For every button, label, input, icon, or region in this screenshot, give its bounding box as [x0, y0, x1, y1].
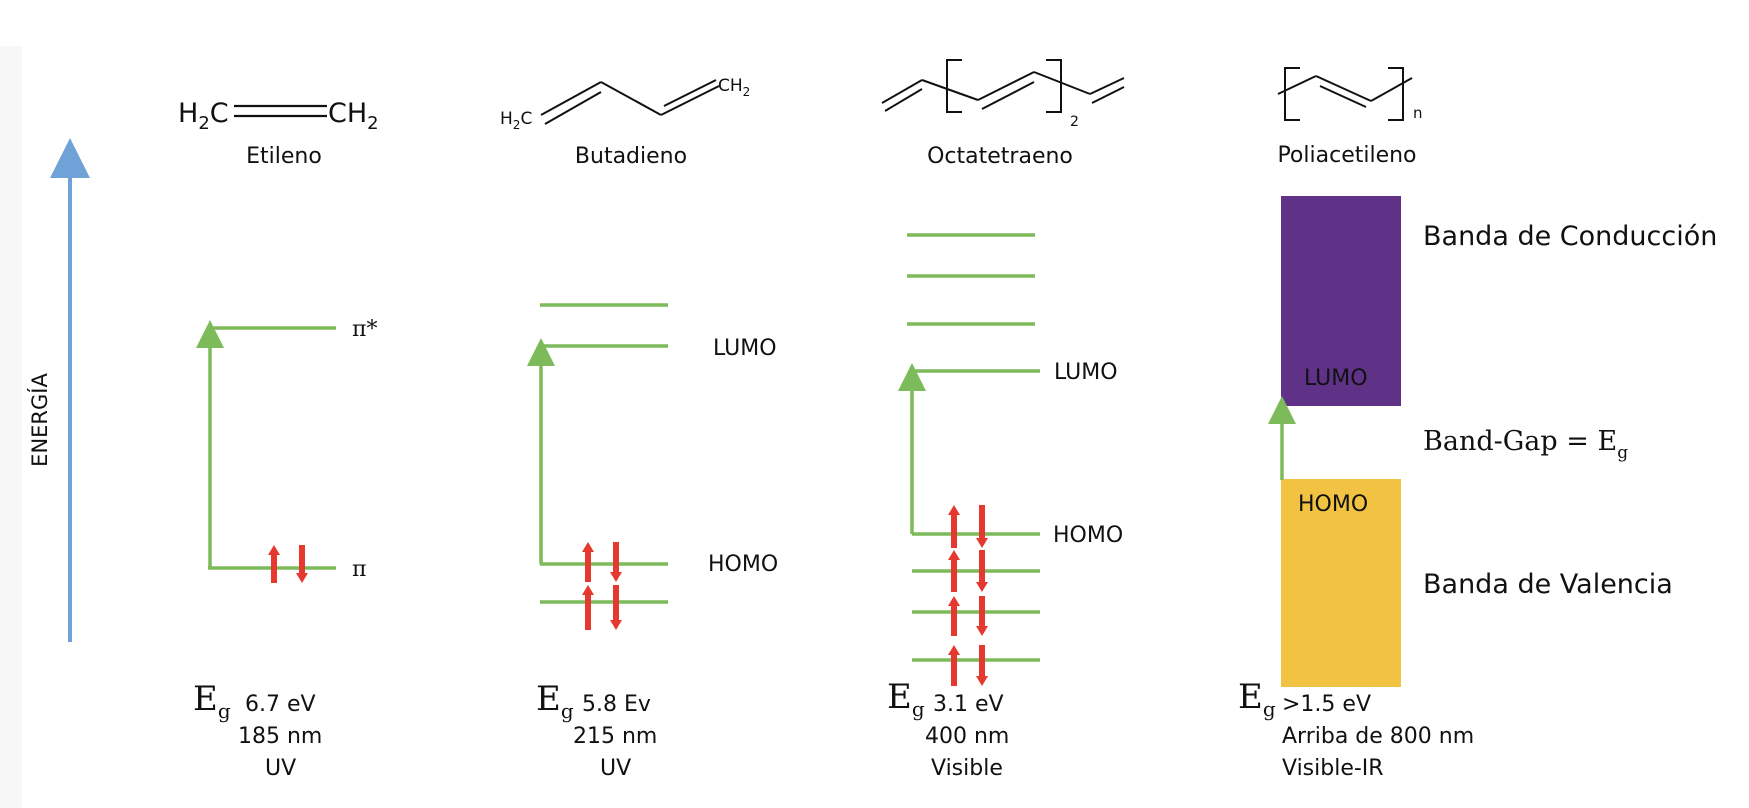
svg-text:Eg: Eg — [887, 677, 925, 721]
octatetraeno-level-1-spin-up-arrow-head — [948, 645, 960, 655]
butadieno-homo-spin-down-arrow-head — [610, 572, 622, 582]
poliacetileno-wavelength: Arriba de 800 nm — [1282, 724, 1474, 749]
energy-axis-label: ENERGÍA — [27, 373, 52, 467]
etileno-pi-spin-up-arrow-head — [268, 545, 280, 555]
butadieno-name: Butadieno — [575, 144, 687, 169]
poliacetileno-band-gap-text: Eg >1.5 eV Arriba de 800 nm Visible-IR — [1238, 677, 1474, 781]
etileno-structure — [234, 104, 327, 118]
octatetraeno-homo-label: HOMO — [1053, 523, 1123, 548]
svg-text:Eg: Eg — [193, 679, 231, 723]
octatetraeno-name: Octatetraeno — [927, 144, 1073, 169]
octatetraeno-structure — [881, 59, 1125, 113]
etileno-wavelength: 185 nm — [238, 724, 322, 749]
poliacetileno-repeat-subscript: n — [1413, 104, 1423, 122]
octatetraeno-band-gap-text: Eg 3.1 eV 400 nm Visible — [887, 677, 1009, 781]
octatetraeno-level-3-spin-up-arrow-head — [948, 550, 960, 560]
butadieno-formula-right: CH2 — [718, 76, 750, 99]
poliacetileno-name: Poliacetileno — [1277, 143, 1416, 168]
butadieno-level-1-spin-down-arrow-head — [610, 620, 622, 630]
etileno-eg-value: 6.7 eV — [245, 692, 316, 717]
etileno-region: UV — [265, 756, 296, 781]
butadieno-formula-left: H2C — [500, 109, 532, 132]
butadieno-region: UV — [600, 756, 631, 781]
butadieno-homo-label: HOMO — [708, 552, 778, 577]
left-margin — [0, 46, 22, 808]
valence-band — [1281, 479, 1401, 687]
etileno-pi-star-label: π* — [352, 317, 377, 342]
butadieno-homo-spin-up-arrow-head — [582, 542, 594, 552]
etileno-pi-label: π — [352, 557, 366, 582]
poliacetileno-region: Visible-IR — [1282, 756, 1384, 781]
top-margin — [0, 0, 1749, 46]
valence-band-label: Banda de Valencia — [1423, 569, 1673, 600]
conduction-band — [1281, 196, 1401, 406]
butadieno-level-1-spin-up-arrow-head — [582, 585, 594, 595]
octatetraeno-level-3-spin-down-arrow-head — [976, 582, 988, 592]
octatetraeno-lumo-label: LUMO — [1054, 360, 1118, 385]
butadieno-wavelength: 215 nm — [573, 724, 657, 749]
etileno-band-gap-text: Eg 6.7 eV 185 nm UV — [193, 679, 322, 781]
butadieno-band-gap-text: Eg 5.8 Ev 215 nm UV — [536, 679, 657, 781]
etileno-formula-right: CH2 — [328, 98, 379, 134]
butadieno-electron-pairs — [582, 542, 622, 630]
svg-text:Eg: Eg — [536, 679, 574, 723]
band-gap-label: Band-Gap = Eg — [1423, 426, 1628, 463]
octatetraeno-region: Visible — [931, 756, 1003, 781]
etileno-name: Etileno — [246, 144, 322, 169]
octatetraeno-homo-spin-up-arrow-head — [948, 505, 960, 515]
valence-band-homo-label: HOMO — [1298, 492, 1368, 517]
octatetraeno-repeat-subscript: 2 — [1070, 114, 1079, 130]
octatetraeno-level-2-spin-up-arrow-head — [948, 596, 960, 606]
etileno-formula-left: H2C — [178, 98, 229, 134]
butadieno-lumo-label: LUMO — [713, 336, 777, 361]
svg-text:Eg: Eg — [1238, 677, 1276, 721]
octatetraeno-level-1-spin-down-arrow-head — [976, 676, 988, 686]
conduction-band-lumo-label: LUMO — [1304, 366, 1368, 391]
poliacetileno-eg-value: >1.5 eV — [1282, 692, 1371, 717]
poliacetileno-structure — [1277, 67, 1413, 121]
octatetraeno-wavelength: 400 nm — [925, 724, 1009, 749]
octatetraeno-level-2-spin-down-arrow-head — [976, 626, 988, 636]
etileno-electron-pair — [268, 545, 308, 583]
octatetraeno-electron-pairs — [948, 505, 988, 686]
etileno-pi-spin-down-arrow-head — [296, 573, 308, 583]
butadieno-structure — [540, 79, 720, 125]
butadieno-eg-value: 5.8 Ev — [582, 692, 651, 717]
conduction-band-label: Banda de Conducción — [1423, 221, 1717, 252]
octatetraeno-eg-value: 3.1 eV — [933, 692, 1004, 717]
octatetraeno-homo-spin-down-arrow-head — [976, 538, 988, 548]
